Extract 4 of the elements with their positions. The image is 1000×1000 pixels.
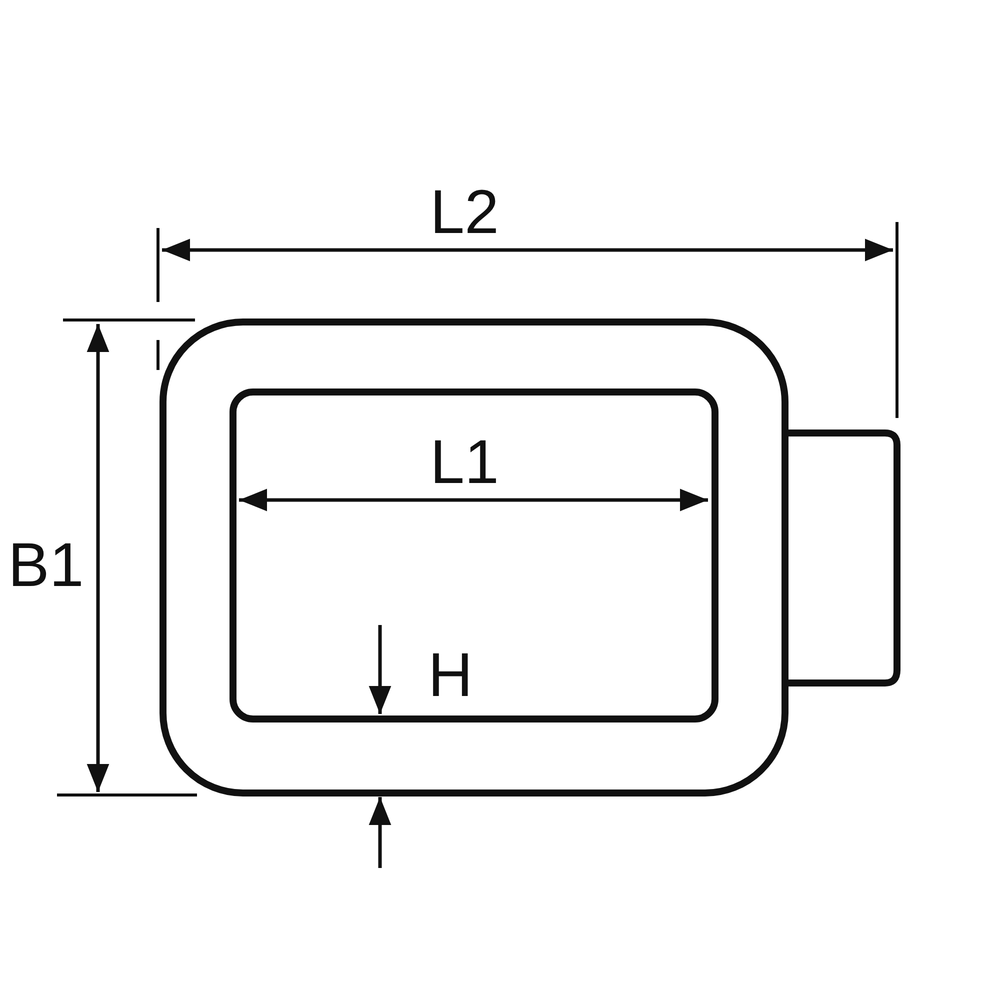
dimension-label: L2	[430, 182, 499, 244]
dimension-label: H	[428, 645, 473, 707]
dimension-label: L1	[430, 432, 499, 494]
dimension-label: B1	[8, 535, 84, 597]
